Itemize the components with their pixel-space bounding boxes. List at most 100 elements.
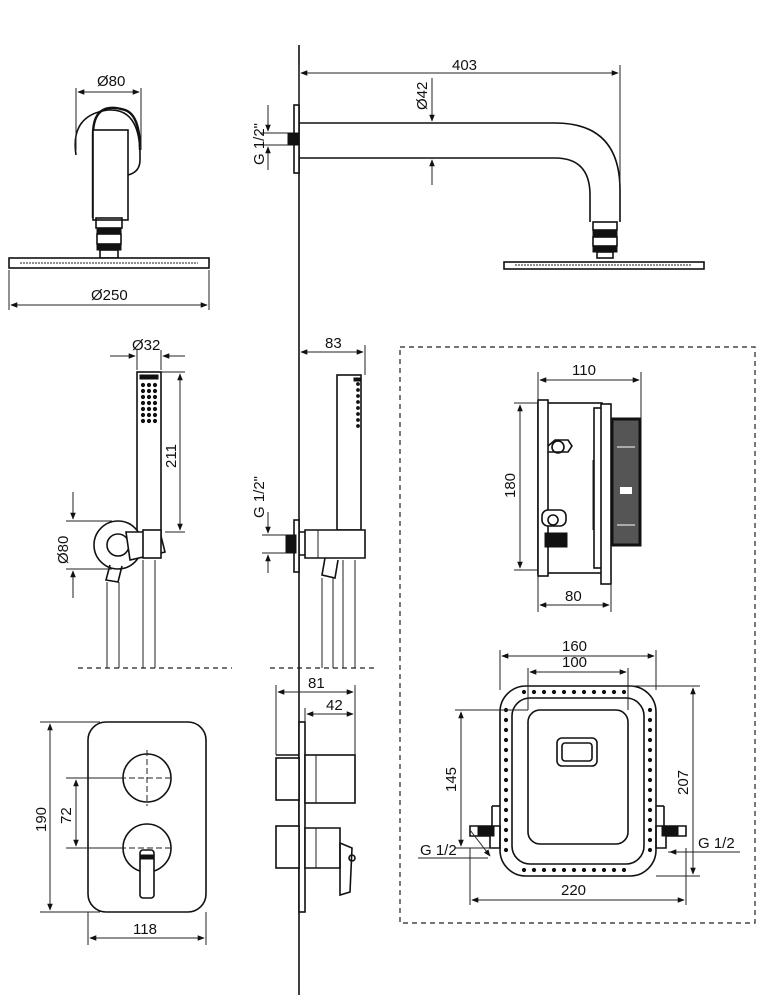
frame-rivet bbox=[571, 867, 577, 873]
frame-rivet bbox=[647, 707, 653, 713]
dim-inlet-left: G 1/2 bbox=[418, 829, 491, 859]
frame-rivet bbox=[647, 737, 653, 743]
label-frame-inner: 100 bbox=[562, 654, 587, 671]
dim-arm-diameter: Ø42 bbox=[414, 78, 435, 185]
frame-rivet bbox=[647, 837, 653, 843]
frame-rivet bbox=[611, 689, 617, 695]
frame-rivet bbox=[541, 867, 547, 873]
frame-rivet bbox=[611, 867, 617, 873]
frame-rivet bbox=[647, 787, 653, 793]
label-hand-length: 211 bbox=[163, 444, 180, 468]
label-plate-depth: 81 bbox=[308, 675, 325, 692]
frame-rivet bbox=[503, 777, 509, 783]
dim-frame-inner: 100 bbox=[527, 654, 629, 710]
label-knob-spacing: 72 bbox=[58, 807, 75, 824]
dim-hand-projection: 83 bbox=[300, 335, 366, 375]
frame-rivet bbox=[591, 867, 597, 873]
frame-rivet bbox=[503, 787, 509, 793]
label-inlet-left: G 1/2 bbox=[420, 842, 457, 859]
label-box-height: 180 bbox=[502, 473, 519, 498]
label-hand-projection: 83 bbox=[325, 335, 342, 352]
dim-knob-spacing: 72 bbox=[58, 777, 122, 849]
dim-knob-depth: 42 bbox=[304, 697, 354, 722]
label-box-width: 110 bbox=[572, 362, 596, 379]
frame-rivet bbox=[521, 689, 527, 695]
dim-hand-diameter: Ø32 bbox=[110, 337, 185, 370]
frame-rivet bbox=[647, 847, 653, 853]
label-hand-diameter: Ø32 bbox=[132, 337, 160, 354]
frame-rivet bbox=[647, 747, 653, 753]
frame-rivet bbox=[591, 689, 597, 695]
label-frame-total-width: 220 bbox=[561, 882, 586, 899]
dim-frame-total-width: 220 bbox=[469, 848, 687, 905]
frame-rivet bbox=[531, 689, 537, 695]
frame-rivet bbox=[581, 867, 587, 873]
frame-rivet bbox=[503, 747, 509, 753]
frame-rivet bbox=[647, 757, 653, 763]
frame-rivet bbox=[503, 847, 509, 853]
label-frame-inner-height: 145 bbox=[443, 767, 460, 792]
dim-box-width: 110 bbox=[537, 362, 642, 418]
frame-rivet bbox=[541, 689, 547, 695]
frame-rivet bbox=[621, 689, 627, 695]
frame-rivet bbox=[621, 867, 627, 873]
label-frame-outer: 160 bbox=[562, 638, 587, 655]
frame-rivet bbox=[503, 727, 509, 733]
dim-hand-thread: G 1/2" bbox=[251, 476, 286, 573]
dim-bracket-diameter: Ø80 bbox=[55, 492, 112, 598]
frame-rivet bbox=[503, 817, 509, 823]
shower-arm-side-view bbox=[287, 104, 705, 270]
hand-shower-front-view bbox=[78, 371, 232, 669]
dim-plate-depth: 81 bbox=[275, 675, 356, 755]
frame-rivet bbox=[503, 717, 509, 723]
label-plate-width: 118 bbox=[133, 921, 157, 938]
shower-head-front-view bbox=[8, 106, 210, 269]
label-plate-height: 190 bbox=[33, 807, 50, 832]
frame-rivet bbox=[581, 689, 587, 695]
frame-rivet bbox=[601, 689, 607, 695]
dim-plate-height: 190 bbox=[33, 721, 100, 913]
frame-rivet bbox=[531, 867, 537, 873]
frame-rivet bbox=[551, 689, 557, 695]
label-bracket-diameter: Ø80 bbox=[55, 536, 72, 564]
frame-rivet bbox=[521, 867, 527, 873]
label-knob-depth: 42 bbox=[326, 697, 343, 714]
label-hand-thread: G 1/2" bbox=[251, 476, 268, 518]
frame-rivet bbox=[503, 827, 509, 833]
frame-rivet bbox=[561, 689, 567, 695]
frame-rivet bbox=[601, 867, 607, 873]
dim-frame-outer: 160 bbox=[499, 638, 657, 690]
frame-rivet bbox=[647, 817, 653, 823]
frame-rivet bbox=[503, 767, 509, 773]
concealed-box-side-view bbox=[537, 399, 642, 585]
label-head-diameter-top: Ø80 bbox=[97, 73, 125, 90]
dim-frame-height: 207 bbox=[630, 685, 700, 877]
frame-rivet bbox=[647, 717, 653, 723]
label-inlet-right: G 1/2 bbox=[698, 835, 735, 852]
label-arm-length: 403 bbox=[452, 57, 477, 74]
label-head-diameter-plate: Ø250 bbox=[91, 287, 128, 304]
label-frame-height: 207 bbox=[675, 770, 692, 795]
frame-rivet bbox=[647, 797, 653, 803]
frame-rivet bbox=[647, 777, 653, 783]
frame-rivet bbox=[503, 797, 509, 803]
frame-rivet bbox=[503, 757, 509, 763]
label-arm-diameter: Ø42 bbox=[414, 82, 431, 110]
concealed-box-front-view bbox=[469, 685, 687, 877]
frame-rivet bbox=[503, 837, 509, 843]
frame-rivet bbox=[647, 807, 653, 813]
frame-rivet bbox=[503, 737, 509, 743]
dim-hand-length: 211 bbox=[161, 371, 185, 533]
dim-head-diameter-plate: Ø250 bbox=[8, 270, 210, 310]
dim-arm-thread: G 1/2" bbox=[251, 105, 288, 170]
mixer-plate-front-view bbox=[87, 721, 207, 913]
dim-plate-width: 118 bbox=[87, 912, 207, 945]
concealed-box-frame bbox=[399, 346, 756, 924]
mixer-side-view bbox=[275, 721, 356, 913]
frame-rivet bbox=[647, 827, 653, 833]
dim-head-diameter-top: Ø80 bbox=[75, 73, 142, 150]
frame-rivet bbox=[647, 727, 653, 733]
label-box-depth: 80 bbox=[565, 588, 582, 605]
label-arm-thread: G 1/2" bbox=[251, 123, 268, 165]
